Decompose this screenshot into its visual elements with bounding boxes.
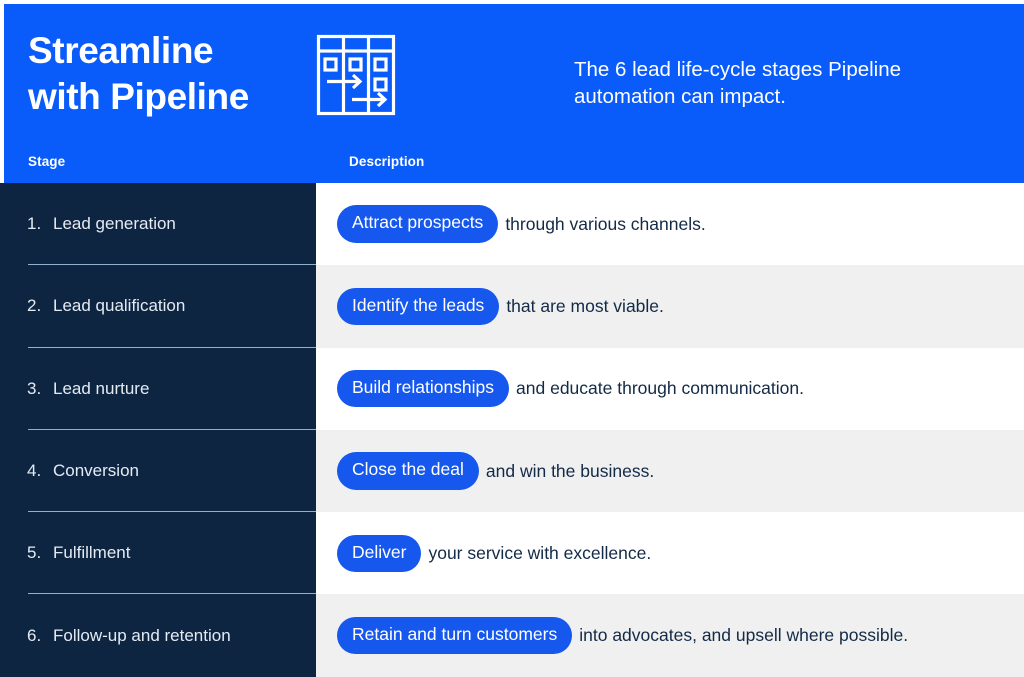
stage-cell: 1. Lead generation bbox=[0, 183, 316, 265]
stage-label: Follow-up and retention bbox=[53, 625, 231, 645]
row-stage-background bbox=[0, 183, 316, 266]
stage-number: 2. bbox=[27, 296, 42, 316]
table-row: 3. Lead nurture Build relationships and … bbox=[0, 347, 1024, 430]
action-pill: Deliver bbox=[337, 534, 422, 573]
stage-label: Lead generation bbox=[53, 214, 176, 234]
stage-label: Fulfillment bbox=[53, 543, 131, 563]
table-row: 5. Fulfillment Deliver your service with… bbox=[0, 512, 1024, 595]
row-stage-background bbox=[0, 347, 316, 430]
row-divider bbox=[28, 264, 316, 266]
description-cell: Deliver your service with excellence. bbox=[316, 512, 1024, 594]
stages-table: 1. Lead generation Attract prospects thr… bbox=[0, 183, 1024, 677]
action-pill: Identify the leads bbox=[337, 287, 500, 326]
row-stage-background bbox=[0, 512, 316, 595]
stage-cell: 2. Lead qualification bbox=[0, 265, 316, 347]
table-row: 1. Lead generation Attract prospects thr… bbox=[0, 183, 1024, 266]
stage-number: 6. bbox=[27, 625, 42, 645]
row-divider bbox=[28, 511, 316, 513]
table-row: 6. Follow-up and retention Retain and tu… bbox=[0, 594, 1024, 677]
description-text: and win the business. bbox=[485, 460, 655, 481]
description-cell: Close the deal and win the business. bbox=[316, 430, 1024, 512]
header-subtitle: The 6 lead life-cycle stages Pipeline au… bbox=[574, 58, 902, 108]
row-divider bbox=[28, 593, 316, 595]
column-header-description: Description bbox=[349, 154, 425, 169]
title-line-1: Streamline bbox=[28, 30, 214, 71]
description-cell: Build relationships and educate through … bbox=[316, 348, 1024, 430]
stage-label: Lead nurture bbox=[53, 378, 150, 398]
description-cell: Identify the leads that are most viable. bbox=[316, 265, 1024, 347]
stage-number: 4. bbox=[27, 461, 42, 481]
description-cell: Retain and turn customers into advocates… bbox=[316, 594, 1024, 676]
stage-cell: 6. Follow-up and retention bbox=[0, 594, 316, 676]
table-row: 4. Conversion Close the deal and win the… bbox=[0, 429, 1024, 513]
stage-cell: 5. Fulfillment bbox=[0, 512, 316, 594]
stage-number: 5. bbox=[27, 543, 42, 563]
stage-label: Conversion bbox=[53, 461, 139, 481]
description-text: your service with excellence. bbox=[428, 542, 652, 563]
title-line-2: with Pipeline bbox=[28, 76, 249, 117]
description-text: through various channels. bbox=[505, 213, 706, 234]
action-pill: Attract prospects bbox=[337, 205, 499, 243]
row-stage-background bbox=[0, 594, 316, 677]
page-title: Streamline with Pipeline bbox=[28, 28, 328, 120]
row-divider bbox=[28, 346, 316, 348]
table-row: 2. Lead qualification Identify the leads… bbox=[0, 265, 1024, 348]
description-cell: Attract prospects through various channe… bbox=[316, 183, 1024, 265]
description-text: that are most viable. bbox=[506, 295, 664, 316]
stage-label: Lead qualification bbox=[53, 296, 186, 316]
row-stage-background bbox=[0, 265, 316, 348]
action-pill: Close the deal bbox=[337, 452, 479, 490]
action-pill: Build relationships bbox=[337, 369, 510, 408]
pipeline-board-icon bbox=[316, 34, 396, 116]
row-stage-background bbox=[0, 429, 316, 513]
header-banner: Streamline with Pipeline The 6 lead life… bbox=[4, 4, 1024, 183]
stage-cell: 4. Conversion bbox=[0, 430, 316, 512]
description-text: and educate through communication. bbox=[516, 378, 804, 399]
description-text: into advocates, and upsell where possibl… bbox=[579, 625, 909, 646]
column-header-stage: Stage bbox=[28, 154, 66, 169]
stage-number: 3. bbox=[27, 378, 42, 398]
stage-cell: 3. Lead nurture bbox=[0, 348, 316, 430]
row-description-background bbox=[316, 512, 1024, 595]
action-pill: Retain and turn customers bbox=[337, 616, 573, 655]
row-divider bbox=[28, 428, 316, 430]
stage-number: 1. bbox=[27, 214, 42, 234]
